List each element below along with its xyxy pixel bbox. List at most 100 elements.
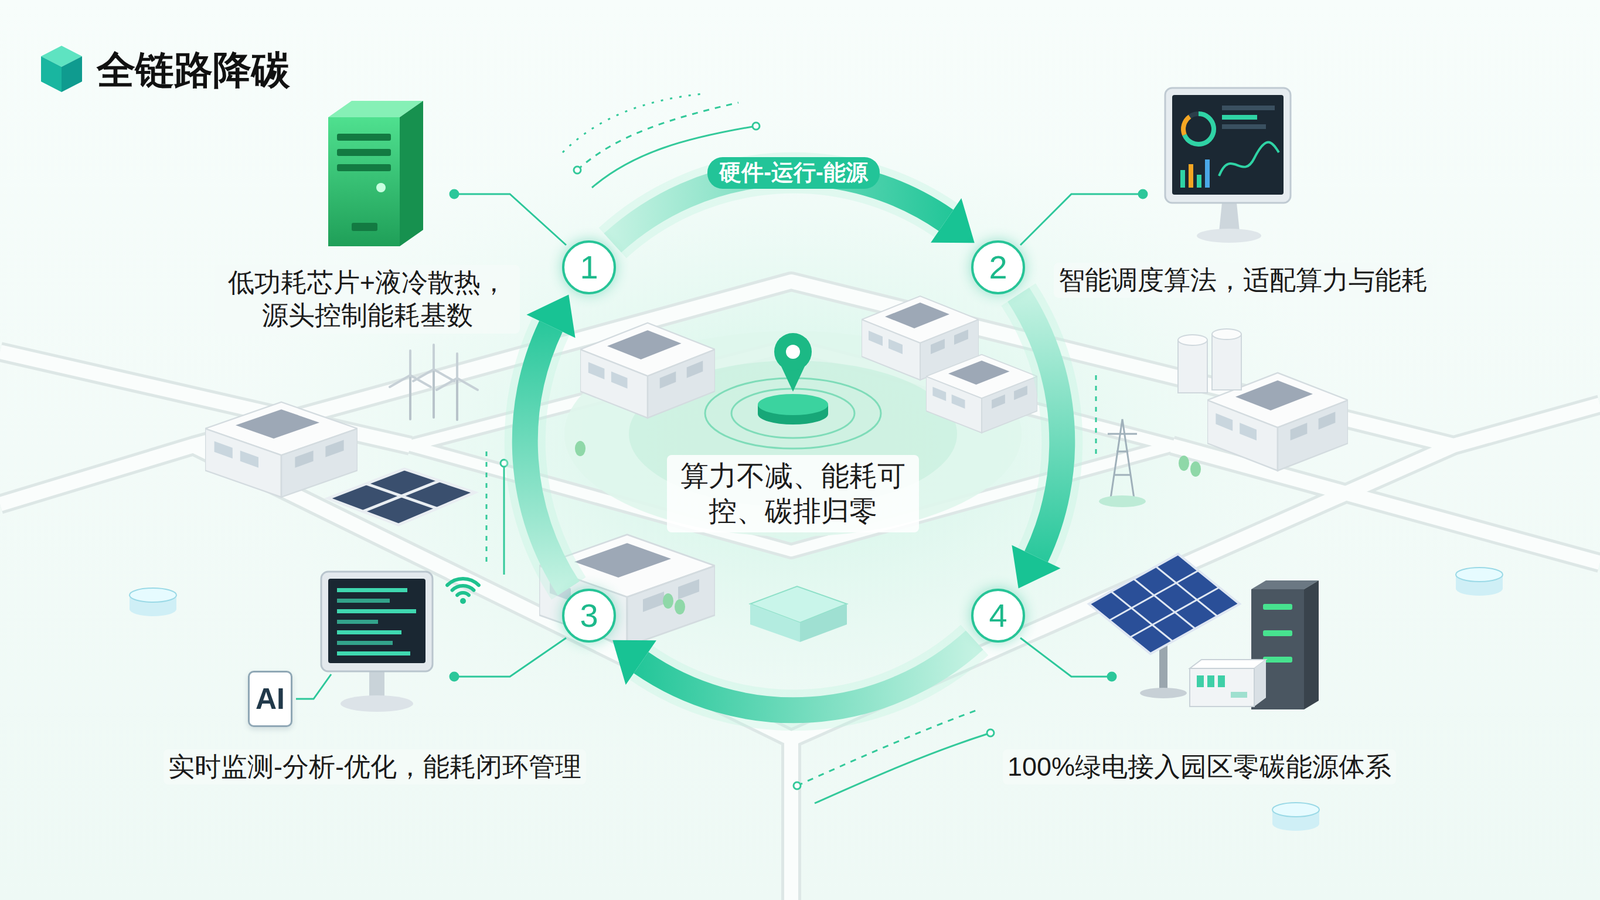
description-text: 实时监测-分析-优化，能耗闭环管理: [163, 749, 587, 785]
trees: [674, 598, 686, 615]
solar-server-icon: [1230, 691, 1248, 698]
monitor-icon: [336, 608, 417, 614]
solar-server-icon: [1139, 687, 1187, 699]
solar-server-icon: [1196, 675, 1204, 687]
monitor-icon: [336, 619, 379, 624]
step-circle: 4: [971, 588, 1026, 643]
solar-server-icon: [1109, 566, 1220, 642]
server-icon: [376, 182, 386, 193]
decorative-dots: [793, 781, 801, 789]
solar-server-icon: [1207, 675, 1215, 687]
decorative-dots: [814, 732, 991, 803]
power-tower: [1098, 495, 1146, 507]
leader-lines: [1138, 189, 1147, 199]
road-network: [0, 281, 1600, 900]
dashboard-monitor: [1219, 142, 1279, 177]
wifi-symbol: [447, 578, 479, 585]
node-text: 4: [988, 598, 1007, 632]
glow-pads: [1272, 802, 1320, 817]
monitor-icon: [321, 571, 433, 672]
arrow-head: [1011, 545, 1061, 589]
monitor-icon: [336, 587, 408, 592]
step-circle: 3: [562, 588, 616, 643]
edge-label: 硬件-运行-能源: [707, 157, 880, 189]
flat-solar-field: [328, 468, 475, 525]
server-icon: [336, 133, 391, 141]
solar-server-icon: [1217, 675, 1225, 687]
buildings: [1212, 334, 1242, 390]
dashboard-monitor: [1196, 228, 1262, 243]
buildings: [205, 402, 358, 497]
arrow-head: [930, 198, 975, 243]
cycle-arrow: [612, 640, 975, 711]
arrow-band: [1018, 294, 1063, 557]
power-tower: [1110, 419, 1135, 499]
monitor-icon: [295, 673, 332, 699]
dashboard-monitor: [1165, 87, 1291, 243]
glow-pads: [129, 587, 177, 602]
road-network: [0, 281, 1600, 900]
wifi-symbol: [457, 592, 469, 595]
monitor-icon: [336, 640, 393, 645]
server-icon: [336, 164, 391, 172]
pin-marker: [757, 393, 829, 415]
leader-lines: [454, 193, 567, 245]
buildings: [1212, 328, 1242, 340]
server-icon: [399, 100, 424, 247]
cycle-arrow: [1011, 294, 1062, 588]
core-goal-text: 算力不减、能耗可 控、碳排归零: [666, 454, 919, 533]
dashboard-monitor: [1221, 124, 1266, 129]
solar-server-icon: [1189, 659, 1266, 669]
arrow-head: [526, 294, 575, 338]
flat-solar-field: [363, 480, 440, 512]
wind-turbines: [436, 353, 478, 390]
wifi-symbol: [460, 597, 466, 604]
node-text: 1: [579, 250, 598, 284]
solar-server-icon: [1189, 668, 1255, 707]
dashboard-monitor: [1183, 116, 1190, 135]
glow-pads: [1455, 567, 1503, 582]
server-icon: [328, 117, 400, 247]
buildings: [1178, 334, 1208, 346]
solar-server-icon: [1251, 589, 1305, 710]
dashboard-monitor: [1221, 105, 1275, 111]
cube-icon: [41, 45, 83, 93]
wifi-symbol: [452, 585, 475, 591]
leader-lines: [1107, 672, 1116, 681]
flat-solar-field: [328, 468, 475, 525]
arrow-band: [641, 640, 975, 711]
power-tower: [1098, 419, 1146, 507]
buildings: [750, 603, 800, 642]
leader-lines: [1020, 637, 1112, 677]
trees: [1178, 455, 1190, 471]
buildings: [580, 322, 716, 418]
leader-lines: [450, 672, 459, 681]
leader-lines: [1020, 193, 1143, 245]
monitor-icon: [340, 695, 414, 712]
buildings: [926, 354, 1038, 433]
pin-marker: [757, 332, 829, 425]
decorative-dots: [752, 122, 760, 130]
solar-server-icon: [1254, 659, 1266, 707]
road-network: [0, 281, 1600, 900]
description-text: 100%绿电接入园区零碳能源体系: [1002, 749, 1397, 785]
pin-marker: [785, 344, 800, 359]
trees: [1190, 461, 1201, 477]
power-tower: [1107, 433, 1137, 475]
arrow-glow: [641, 640, 975, 711]
monitor-icon: [328, 578, 426, 663]
trees: [574, 440, 1201, 615]
dashboard-monitor: [1183, 113, 1214, 145]
leader-lines: [454, 637, 567, 677]
solar-server-icon: [1263, 603, 1293, 610]
monitor-icon: [336, 630, 402, 635]
node-text: 2: [988, 250, 1007, 284]
wind-turbines: [413, 344, 455, 381]
wind-turbines: [389, 344, 478, 420]
decorative-dots: [486, 93, 1096, 803]
server-icon: [328, 100, 424, 247]
trees: [574, 440, 586, 456]
node-text: 3: [579, 598, 598, 632]
monitor-icon: [369, 671, 385, 700]
